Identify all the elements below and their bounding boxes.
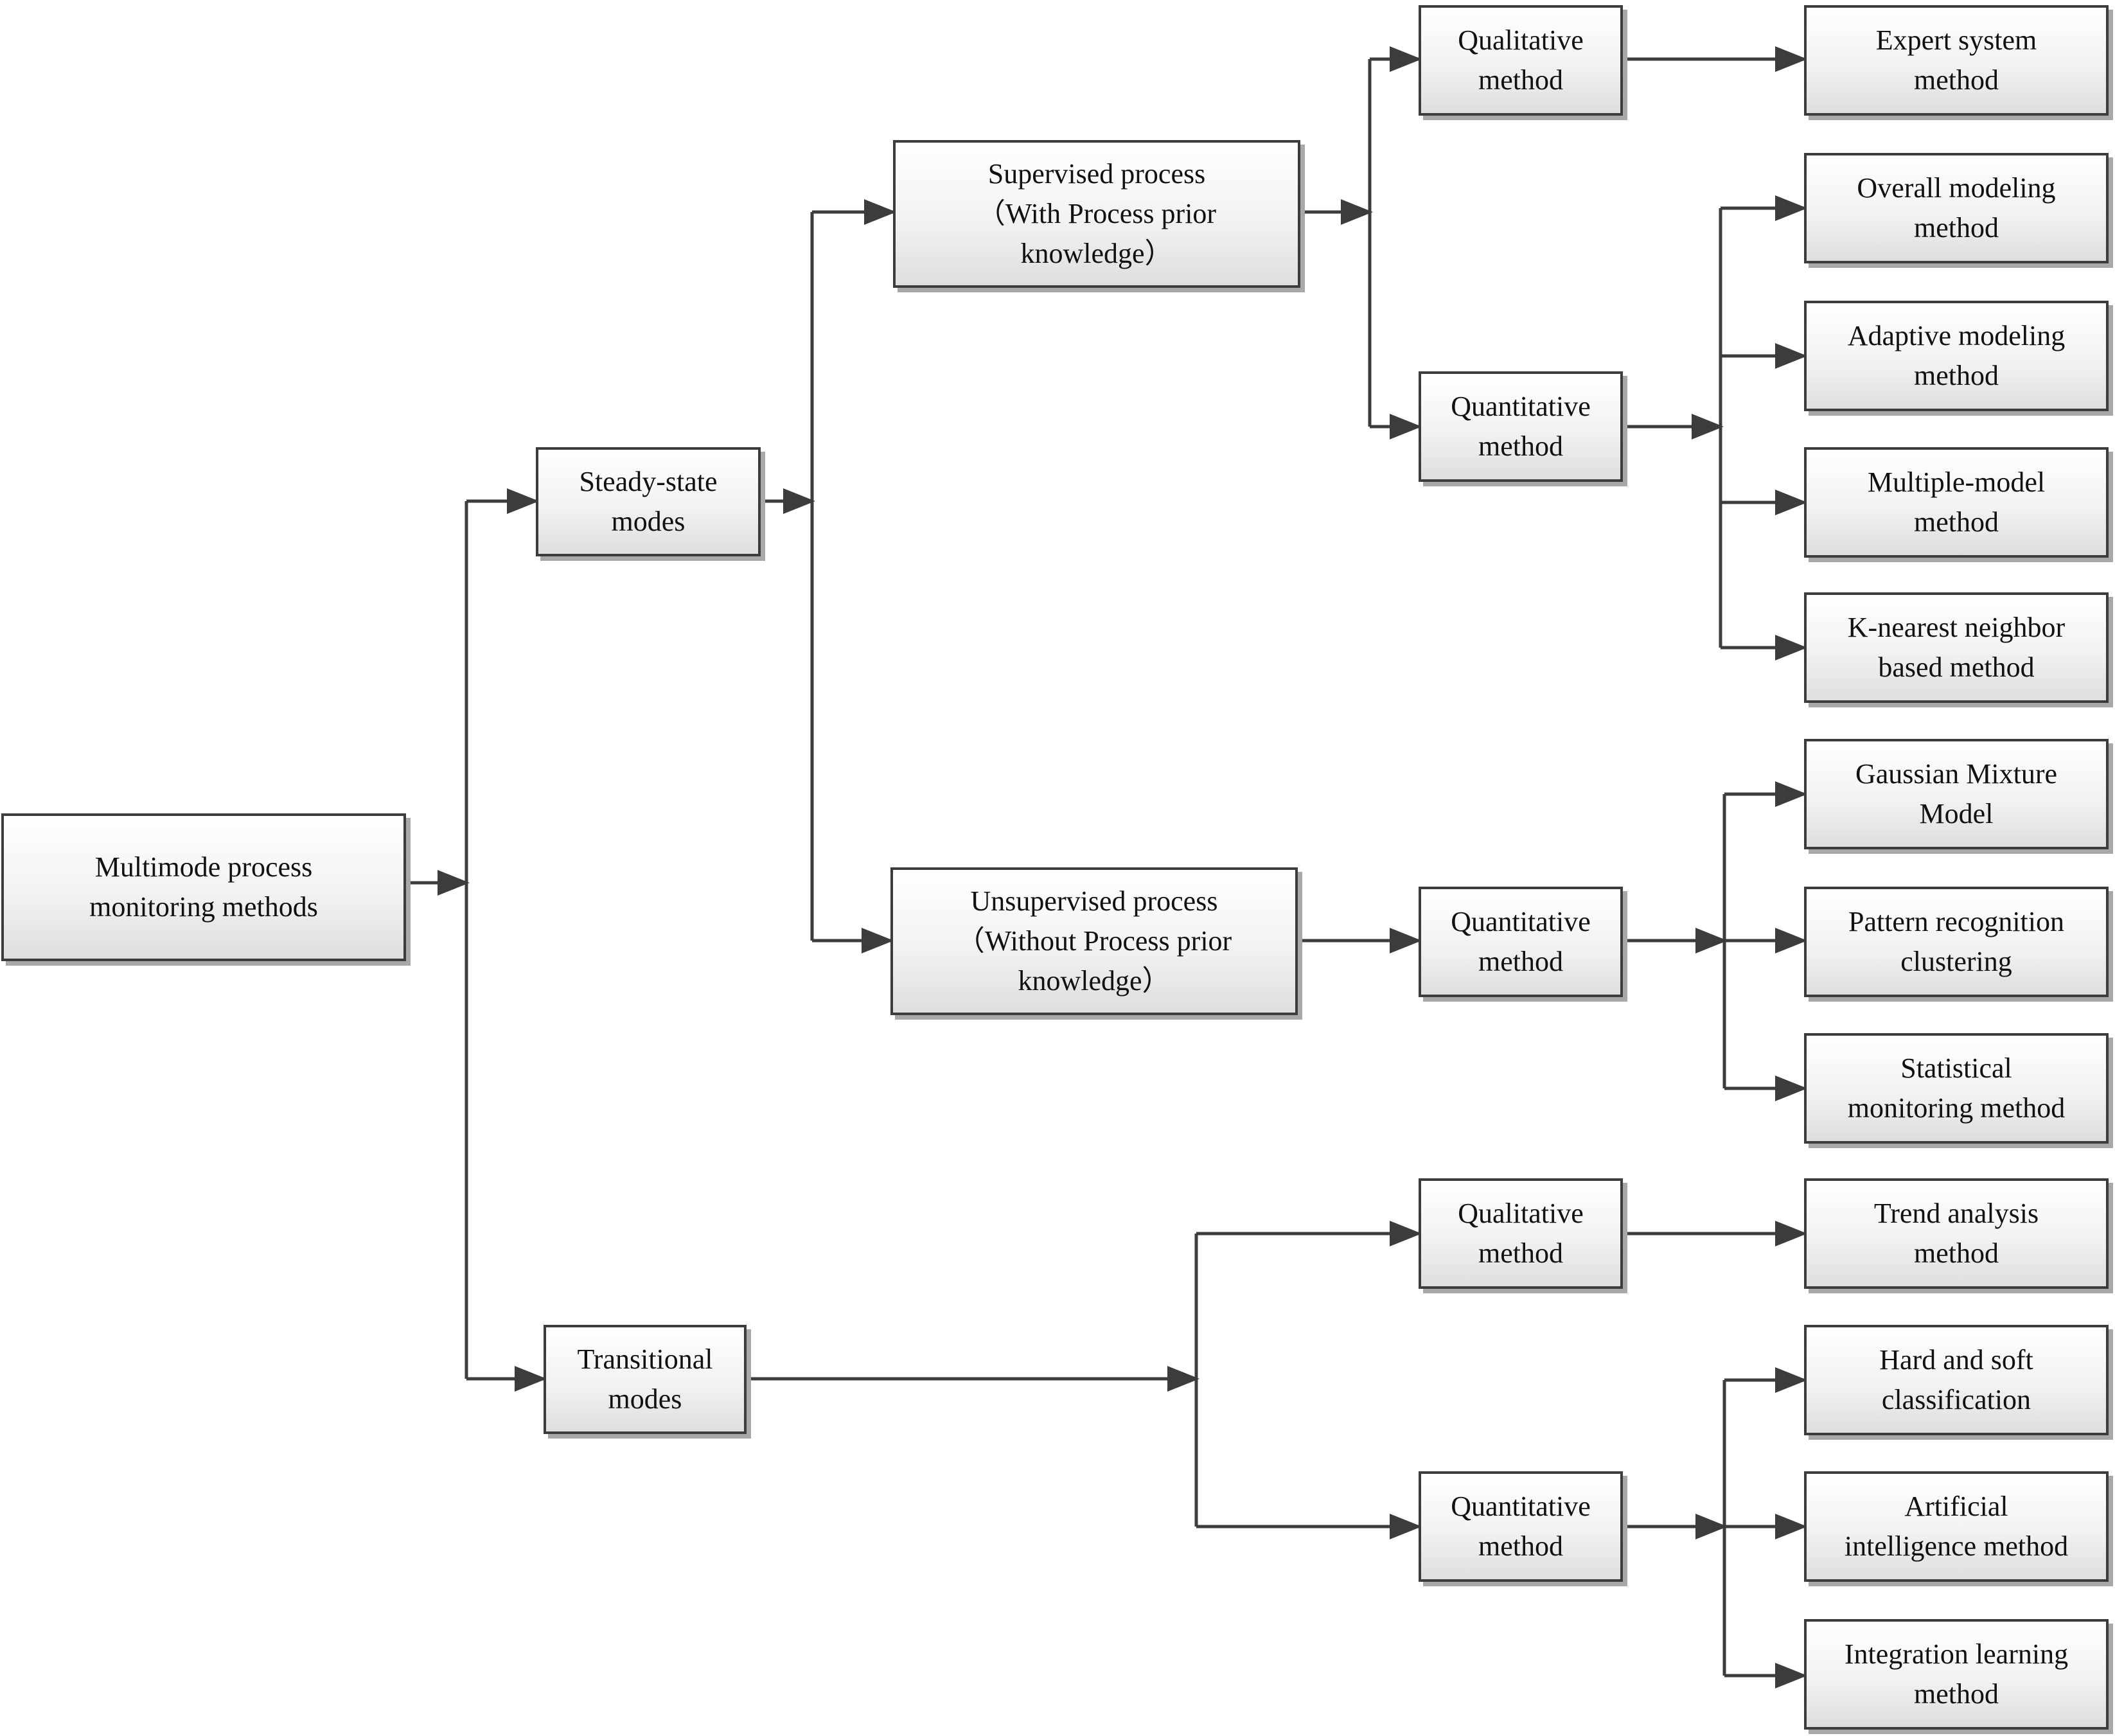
node-label-line: method xyxy=(1478,1530,1563,1562)
node-label-line: Transitional xyxy=(577,1343,713,1375)
node-artificial-intelligence-method: Artificial intelligence method xyxy=(1804,1471,2109,1582)
node-label-line: method xyxy=(1914,360,1999,391)
node-label-line: Overall modeling xyxy=(1857,172,2056,204)
node-label-line: Adaptive modeling xyxy=(1847,320,2066,351)
node-hard-and-soft-classification: Hard and soft classification xyxy=(1804,1325,2109,1435)
node-label-line: clustering xyxy=(1900,946,2012,977)
node-label-line: Quantitative xyxy=(1451,906,1591,937)
node-label-line: method xyxy=(1914,1237,1999,1269)
node-label-line: method xyxy=(1478,64,1563,96)
node-label-line: Hard and soft xyxy=(1879,1344,2033,1376)
node-label-line: Qualitative xyxy=(1458,24,1584,56)
node-k-nearest-neighbor-method: K-nearest neighbor based method xyxy=(1804,592,2109,703)
node-unsupervised-quantitative-method: Quantitative method xyxy=(1419,887,1623,997)
node-label-line: method xyxy=(1478,430,1563,462)
node-label-line: classification xyxy=(1881,1384,2031,1415)
node-label-line: method xyxy=(1914,212,1999,244)
node-label-line: Quantitative xyxy=(1451,391,1591,422)
node-label-line: Steady-state xyxy=(579,466,718,497)
node-steady-state-modes: Steady-state modes xyxy=(536,447,761,556)
node-label-line: method xyxy=(1914,506,1999,538)
node-label-line: Statistical xyxy=(1900,1052,2012,1084)
node-label-line: Expert system xyxy=(1875,24,2037,56)
node-label-line: Quantitative xyxy=(1451,1491,1591,1522)
node-label-line: Multiple-model xyxy=(1867,466,2046,498)
node-unsupervised-process: Unsupervised process （Without Process pr… xyxy=(890,867,1298,1015)
node-label-line: Gaussian Mixture xyxy=(1855,758,2058,790)
node-label-line: method xyxy=(1914,1678,1999,1710)
node-label-line: modes xyxy=(611,506,686,537)
node-label-line: （Without Process prior xyxy=(956,925,1232,957)
node-label-line: Unsupervised process xyxy=(970,885,1218,917)
node-label-line: Model xyxy=(1919,798,1994,829)
node-overall-modeling-method: Overall modeling method xyxy=(1804,153,2109,263)
node-label-line: knowledge） xyxy=(1020,238,1173,269)
node-label-line: method xyxy=(1914,64,1999,96)
node-multimode-process-monitoring: Multimode process monitoring methods xyxy=(1,813,406,961)
node-supervised-quantitative-method: Quantitative method xyxy=(1419,371,1623,482)
node-statistical-monitoring-method: Statistical monitoring method xyxy=(1804,1033,2109,1144)
node-label-line: based method xyxy=(1878,651,2035,683)
node-expert-system-method: Expert system method xyxy=(1804,5,2109,116)
node-label-line: Qualitative xyxy=(1458,1198,1584,1229)
node-label-line: Trend analysis xyxy=(1873,1198,2039,1229)
node-transitional-quantitative-method: Quantitative method xyxy=(1419,1471,1623,1582)
node-label-line: K-nearest neighbor xyxy=(1847,612,2066,643)
node-pattern-recognition-clustering: Pattern recognition clustering xyxy=(1804,887,2109,997)
node-trend-analysis-method: Trend analysis method xyxy=(1804,1178,2109,1289)
node-gaussian-mixture-model: Gaussian Mixture Model xyxy=(1804,739,2109,849)
node-label-line: Artificial xyxy=(1904,1491,2008,1522)
node-adaptive-modeling-method: Adaptive modeling method xyxy=(1804,301,2109,411)
node-label-line: knowledge） xyxy=(1018,965,1171,996)
node-label-line: Pattern recognition xyxy=(1848,906,2064,937)
node-transitional-qualitative-method: Qualitative method xyxy=(1419,1178,1623,1289)
node-integration-learning-method: Integration learning method xyxy=(1804,1619,2109,1730)
node-label-line: method xyxy=(1478,1237,1563,1269)
node-label-line: method xyxy=(1478,946,1563,977)
node-multiple-model-method: Multiple-model method xyxy=(1804,447,2109,558)
node-label-line: monitoring methods xyxy=(89,891,318,923)
node-label-line: monitoring method xyxy=(1847,1092,2066,1124)
node-transitional-modes: Transitional modes xyxy=(544,1325,747,1434)
node-label-line: （With Process prior xyxy=(977,198,1217,229)
node-supervised-qualitative-method: Qualitative method xyxy=(1419,5,1623,116)
node-label-line: Supervised process xyxy=(987,158,1206,190)
node-supervised-process: Supervised process （With Process prior k… xyxy=(893,140,1300,288)
node-label-line: Multimode process xyxy=(94,851,313,883)
node-label-line: intelligence method xyxy=(1844,1530,2069,1562)
node-label-line: modes xyxy=(608,1383,682,1415)
node-label-line: Integration learning xyxy=(1844,1638,2069,1670)
